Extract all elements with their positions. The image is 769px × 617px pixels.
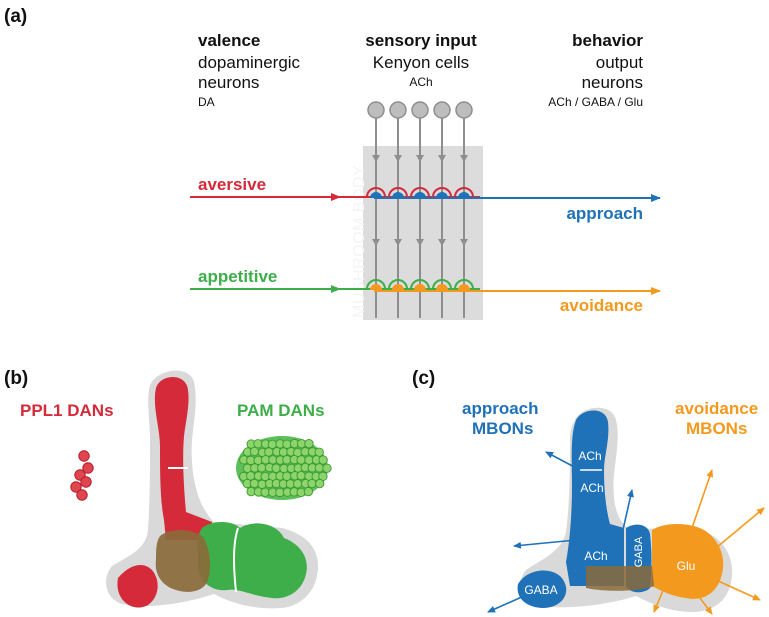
axon-arrowhead — [460, 239, 468, 246]
mbon-ach-label-1: ACh — [578, 449, 601, 463]
pam-cell — [282, 439, 292, 449]
overlap-region-c — [586, 566, 654, 591]
axon-arrowhead — [416, 239, 424, 246]
mbon-output-arrow-6 — [715, 507, 765, 549]
behavior-line1: output — [596, 53, 644, 72]
panel-label-a: (a) — [4, 6, 27, 27]
pam-cell — [303, 486, 314, 497]
valence-line1: dopaminergic — [198, 53, 301, 72]
axon-arrowhead — [416, 155, 424, 162]
pam-cell — [314, 463, 324, 473]
mbon-output-arrow-8 — [653, 587, 665, 613]
valence-line2: neurons — [198, 73, 259, 92]
sensory-title: sensory input — [365, 31, 477, 50]
approach-mbons-line1: approach — [462, 399, 539, 418]
synapses — [366, 187, 474, 290]
mbon-glu-label: Glu — [677, 559, 696, 573]
approach-mbons-line2: MBONs — [472, 419, 533, 438]
axon-arrowhead — [438, 239, 446, 246]
mbon-ach-label-3: ACh — [584, 549, 607, 563]
mbon-output-arrow-2 — [513, 539, 577, 549]
pam-cell — [249, 446, 260, 457]
lobe-divider-b2 — [233, 527, 239, 593]
avoidance-label: avoidance — [560, 296, 643, 315]
pam-innervation-horizontal-lobe — [197, 522, 307, 599]
axon-arrowhead — [394, 155, 402, 162]
mbon-output-arrow-4 — [487, 595, 525, 613]
mushroom-body-label: MUSHROOM BODY — [351, 165, 368, 318]
ppl1-cell — [76, 489, 88, 501]
pam-cell — [293, 479, 303, 489]
synapse — [388, 187, 408, 198]
synapse — [432, 279, 452, 290]
ppl1-innervation-vertical-lobe — [154, 377, 212, 540]
appetitive-label: appetitive — [198, 267, 277, 286]
ppl1-cell — [82, 462, 94, 474]
synapse — [454, 187, 474, 198]
pam-cell — [260, 487, 270, 497]
kenyon-cell — [455, 101, 473, 318]
mbon-ach-label-2: ACh — [580, 481, 603, 495]
mbon-gaba-lower-label: GABA — [524, 583, 557, 597]
mbon-glu — [652, 524, 724, 599]
pam-cell — [246, 471, 256, 481]
ppl1-cell-bodies — [70, 450, 94, 501]
overlap-region — [155, 530, 210, 592]
synapse — [410, 279, 430, 290]
axon-arrowhead — [372, 155, 380, 162]
pam-cell — [307, 478, 317, 489]
sensory-line1: Kenyon cells — [373, 53, 469, 72]
ppl1-label: PPL1 DANs — [20, 401, 114, 420]
pam-cell — [271, 463, 281, 473]
valence-title: valence — [198, 31, 260, 50]
behavior-title: behavior — [572, 31, 643, 50]
aversive-label: aversive — [198, 175, 266, 194]
avoidance-mbons-line2: MBONs — [686, 419, 747, 438]
pam-cell — [296, 471, 306, 481]
ppl1-cell — [70, 481, 82, 493]
pam-label: PAM DANs — [237, 401, 325, 420]
pam-cell — [257, 463, 267, 473]
axon-arrowhead — [438, 155, 446, 162]
ppl1-cell — [78, 450, 90, 462]
mbon-output-arrow-5 — [691, 469, 714, 529]
valence-nt: DA — [198, 95, 215, 109]
pam-cell — [282, 471, 292, 481]
behavior-nt: ACh / GABA / Glu — [548, 95, 643, 109]
synapse — [410, 187, 430, 198]
synapse — [366, 279, 386, 290]
pam-cell-bodies — [236, 436, 332, 500]
pam-cell — [315, 478, 325, 489]
mbon-ach-vertical-lobe — [566, 410, 624, 586]
approach-label: approach — [566, 204, 643, 223]
mbon-gaba-lower — [517, 570, 567, 608]
synapse — [432, 187, 452, 198]
mbon-output-arrow-7 — [715, 579, 761, 601]
pam-cell — [304, 439, 314, 449]
axon-arrowhead — [394, 239, 402, 246]
ppl1-cell — [80, 476, 92, 488]
panel-label-b: (b) — [4, 368, 28, 389]
sensory-nt: ACh — [409, 75, 432, 89]
mbon-output-arrow-9 — [699, 597, 713, 615]
synapse — [388, 279, 408, 290]
mbon-gaba-upper-label: GABA — [633, 536, 645, 567]
synapse — [366, 187, 386, 198]
pam-cell — [264, 447, 274, 457]
synapse — [454, 279, 474, 290]
axon-arrowhead — [460, 155, 468, 162]
pam-cell — [249, 478, 260, 489]
axon-arrowhead — [372, 239, 380, 246]
avoidance-mbons-line1: avoidance — [675, 399, 758, 418]
ppl1-innervation-tip — [117, 564, 158, 608]
behavior-line2: neurons — [582, 73, 643, 92]
pam-cell — [318, 455, 328, 465]
panel-label-c: (c) — [412, 368, 435, 389]
pam-cell — [296, 455, 306, 465]
mbon-output-arrow-3 — [621, 489, 634, 535]
pam-cell — [322, 463, 332, 473]
mbon-output-arrow-1 — [545, 451, 581, 471]
